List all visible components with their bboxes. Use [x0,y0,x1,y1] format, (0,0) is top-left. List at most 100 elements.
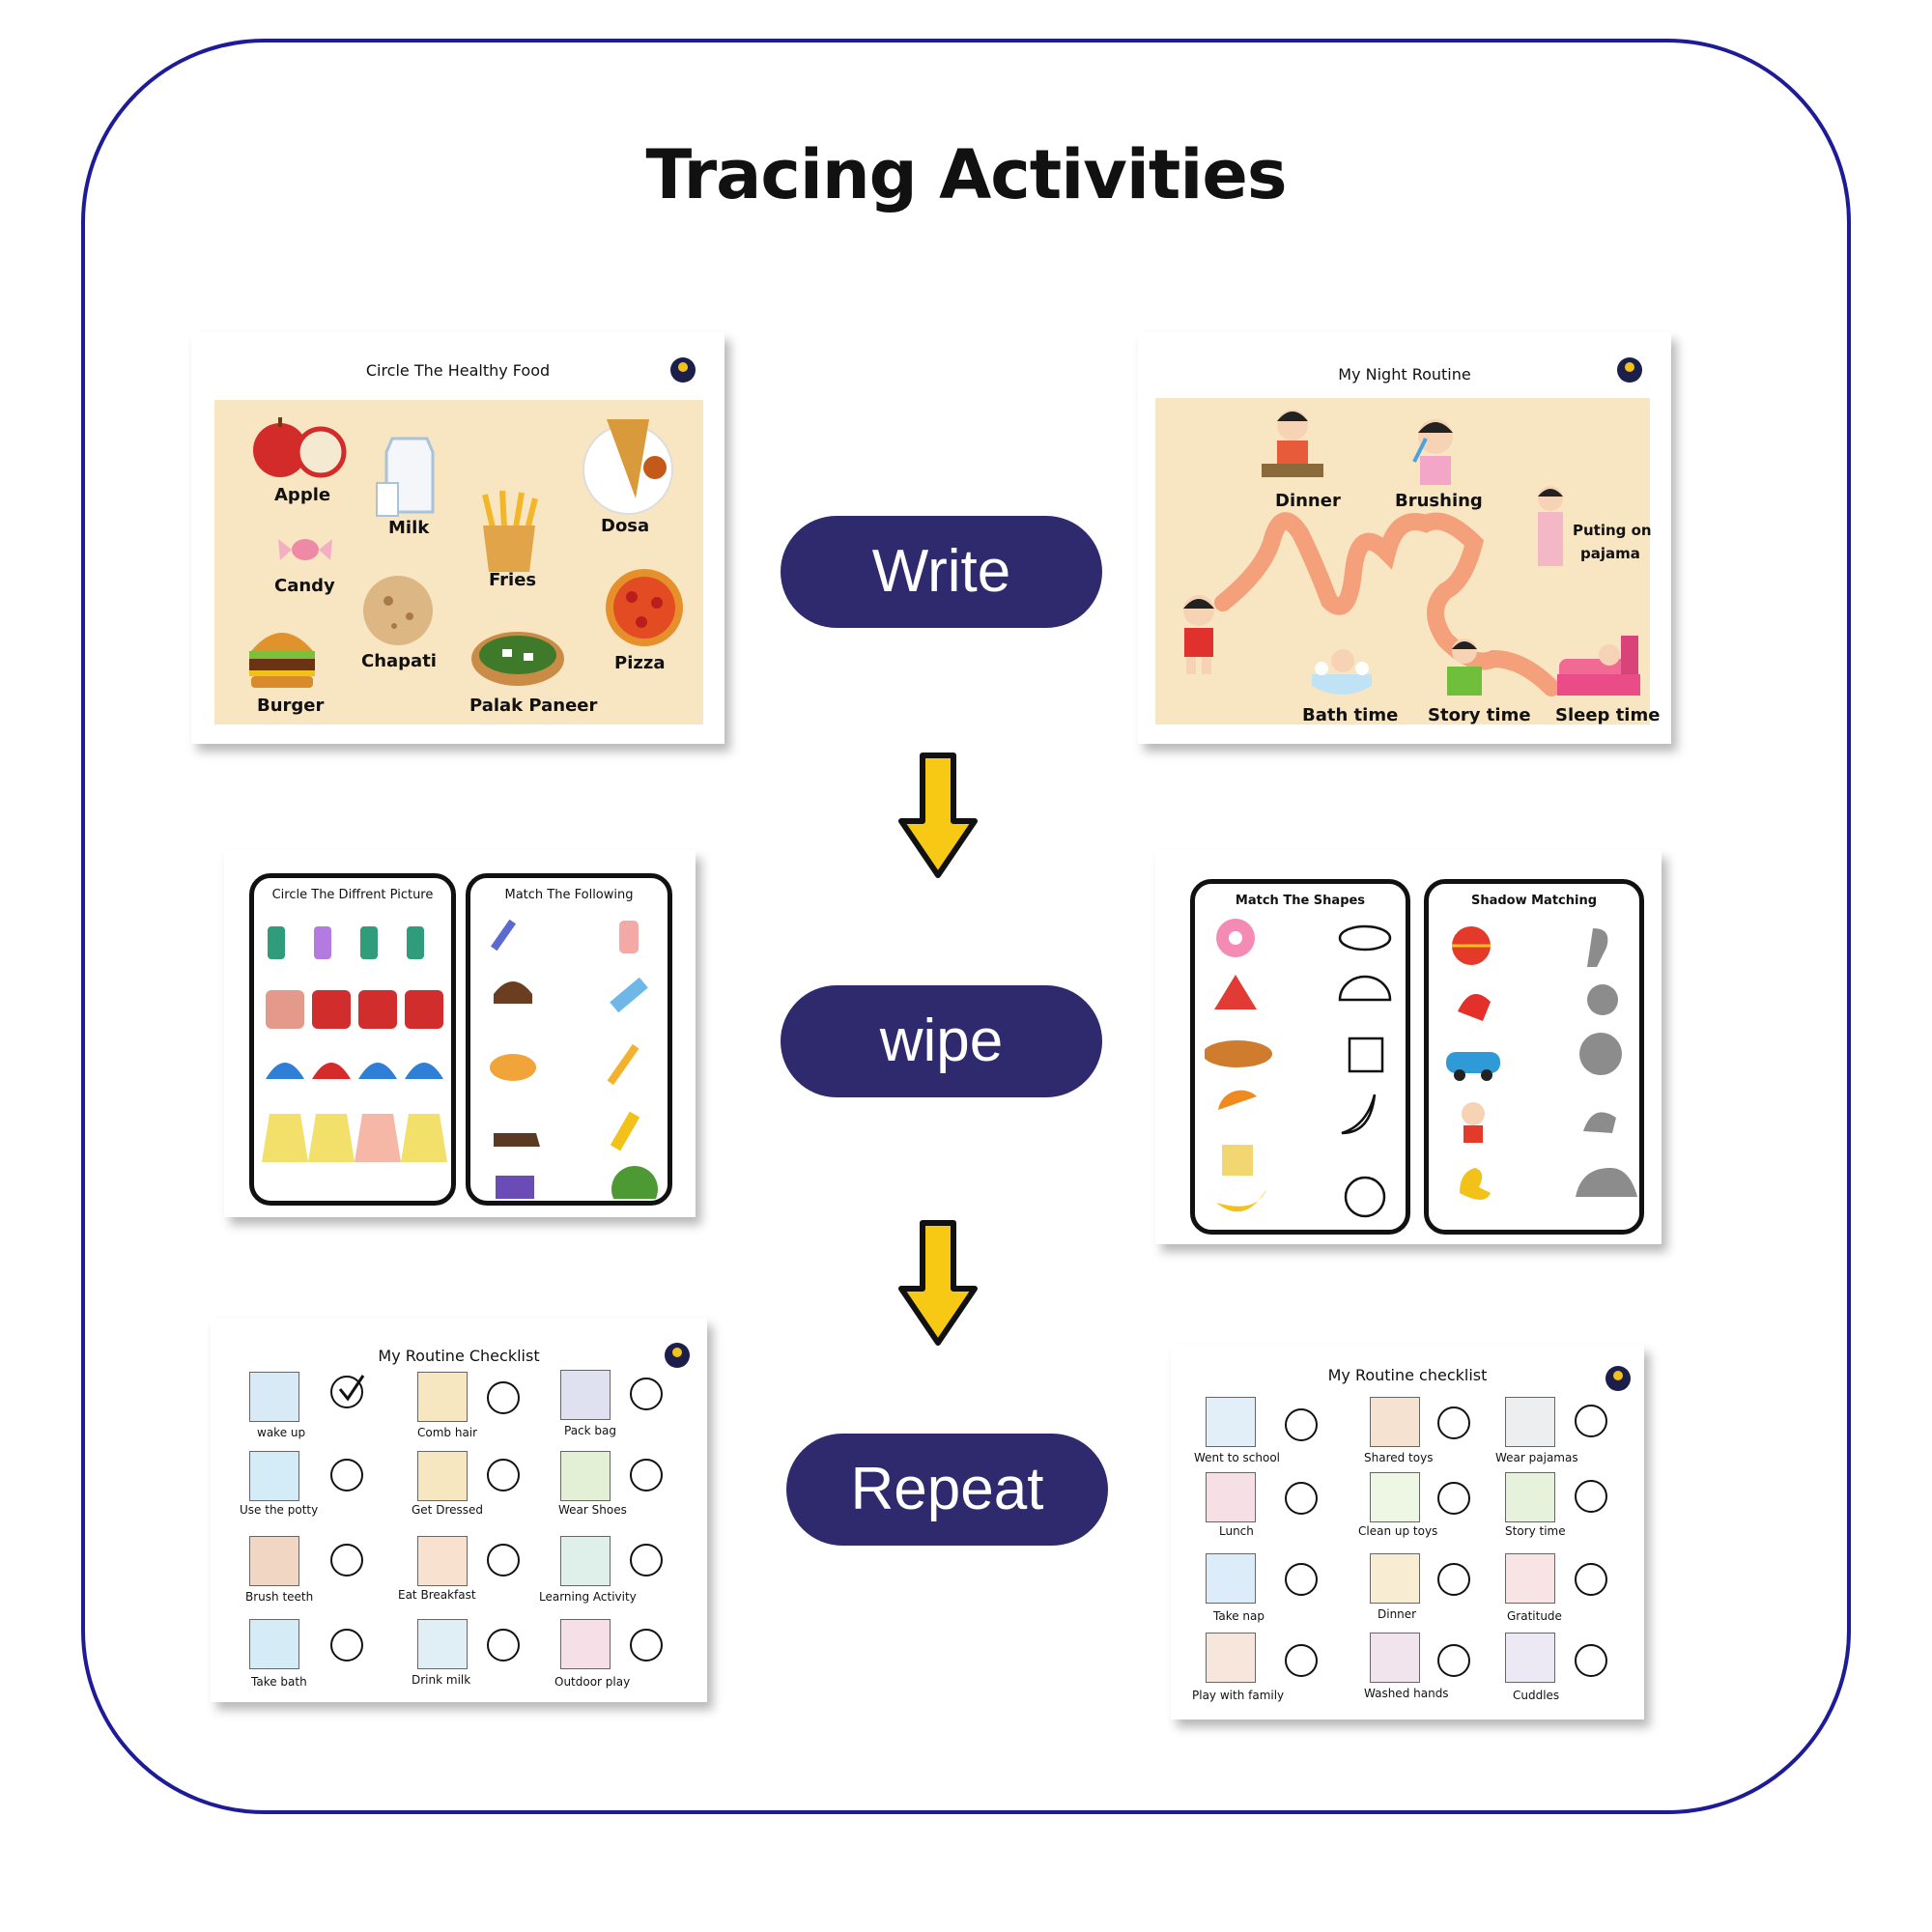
routine-checklist2-card: My Routine checklist Went to school Shar… [1171,1345,1644,1719]
routine-thumb [417,1619,468,1669]
food-label-burger: Burger [257,696,325,716]
checkbox[interactable] [487,1629,520,1662]
checkbox[interactable] [330,1459,363,1492]
night-routine-board: Dinner Brushing Puting on pajama Bath ti… [1155,398,1660,725]
checkbox[interactable] [1285,1563,1318,1596]
food-label-fries: Fries [489,570,537,590]
checkbox[interactable] [630,1544,663,1577]
checkbox[interactable] [630,1629,663,1662]
candy-icon [278,539,332,560]
checkbox-checked[interactable] [330,1376,363,1408]
food-label-candy: Candy [274,576,335,596]
healthy-food-board: Apple Milk Dosa Candy Fries Chapati [214,400,703,724]
checklist1-title: My Routine Checklist [378,1347,540,1365]
checkbox[interactable] [1285,1644,1318,1677]
checklist2-item: Dinner [1378,1607,1417,1621]
checkbox[interactable] [1437,1406,1470,1439]
down-arrow-icon [898,753,978,878]
dosa-icon [582,419,673,515]
routine-thumb [249,1536,299,1586]
step-repeat-pill: Repeat [786,1434,1108,1546]
routine-thumb [1370,1633,1420,1683]
routine-thumb [249,1372,299,1422]
checkbox[interactable] [630,1459,663,1492]
checkbox[interactable] [487,1544,520,1577]
checkbox[interactable] [487,1381,520,1414]
checkbox[interactable] [1285,1408,1318,1441]
checklist1-item: Eat Breakfast [398,1588,476,1602]
checkbox[interactable] [630,1378,663,1410]
routine-thumb [1505,1553,1555,1604]
routine-thumb [560,1370,611,1420]
food-label-dosa: Dosa [601,516,650,536]
checklist2-item: Wear pajamas [1495,1451,1578,1464]
routine-thumb [1206,1472,1256,1522]
checkbox[interactable] [330,1629,363,1662]
checkbox[interactable] [1575,1480,1607,1513]
checkbox[interactable] [1575,1405,1607,1437]
routine-label-brushing: Brushing [1395,491,1483,511]
down-arrow-icon [898,1220,978,1346]
shadow-items [1446,926,1637,1200]
routine-label-bath: Bath time [1302,705,1399,725]
brand-logo-icon [1605,1366,1631,1391]
checkbox[interactable] [1437,1563,1470,1596]
checkbox[interactable] [330,1544,363,1577]
burger-icon [249,633,315,688]
routine-label-pajama-1: Puting on [1573,522,1652,539]
healthy-food-card: Circle The Healthy Food Apple Milk Dosa … [191,332,724,744]
kid-dinner-icon [1262,410,1323,477]
checklist2-item: Shared toys [1364,1451,1434,1464]
routine-thumb [1505,1633,1555,1683]
checkbox[interactable] [1285,1482,1318,1515]
shapes-items [1205,919,1392,1218]
routine-thumb [249,1619,299,1669]
routine-thumb [1206,1553,1256,1604]
checkbox[interactable] [487,1459,520,1492]
kid-story-icon [1447,639,1482,696]
step-write-pill: Write [781,516,1102,628]
checklist1-item: Learning Activity [539,1590,637,1604]
checklist2-item: Cuddles [1513,1689,1560,1702]
routine-label-sleep: Sleep time [1555,705,1661,725]
routine-checklist-card: My Routine Checklist wake up Comb hair P… [211,1318,707,1702]
fries-icon [482,490,538,572]
different-picture-title: Circle The Diffrent Picture [271,888,434,902]
checklist2-item: Take nap [1213,1609,1264,1623]
routine-thumb [249,1451,299,1501]
checkbox[interactable] [1437,1482,1470,1515]
checklist1-item: Get Dressed [412,1503,483,1517]
food-label-apple: Apple [274,485,331,505]
food-label-palak-paneer: Palak Paneer [469,696,598,716]
shapes-shadow-card: Match The Shapes Shadow Matching [1155,850,1662,1244]
kid-sleep-icon [1557,636,1640,696]
checklist1-item: Outdoor play [554,1675,631,1689]
routine-label-pajama-2: pajama [1580,545,1640,562]
checklist1-item: Brush teeth [245,1590,314,1604]
picture-grid [262,926,447,1162]
food-label-pizza: Pizza [614,653,666,673]
page-title: Tracing Activities [645,135,1288,214]
checklist2-item: Story time [1505,1524,1566,1538]
night-routine-title: My Night Routine [1338,365,1471,384]
routine-label-dinner: Dinner [1275,491,1341,511]
shadow-matching-title: Shadow Matching [1470,894,1598,908]
different-picture-panel: Circle The Diffrent Picture [249,873,456,1206]
checkbox[interactable] [1437,1644,1470,1677]
routine-thumb [417,1451,468,1501]
routine-thumb [417,1372,468,1422]
routine-thumb [1505,1472,1555,1522]
routine-thumb [560,1536,611,1586]
kid-pajama-icon [1538,486,1563,566]
checklist1-item: wake up [257,1426,306,1439]
checklist1-item: Drink milk [412,1673,471,1687]
match-shapes-panel: Match The Shapes [1190,879,1410,1235]
routine-thumb [560,1451,611,1501]
kid-brushing-icon [1412,419,1453,485]
checkbox[interactable] [1575,1563,1607,1596]
checklist2-item: Play with family [1192,1689,1285,1702]
shadow-matching-panel: Shadow Matching [1424,879,1644,1235]
routine-thumb [560,1619,611,1669]
checkbox[interactable] [1575,1644,1607,1677]
pizza-icon [606,569,683,646]
